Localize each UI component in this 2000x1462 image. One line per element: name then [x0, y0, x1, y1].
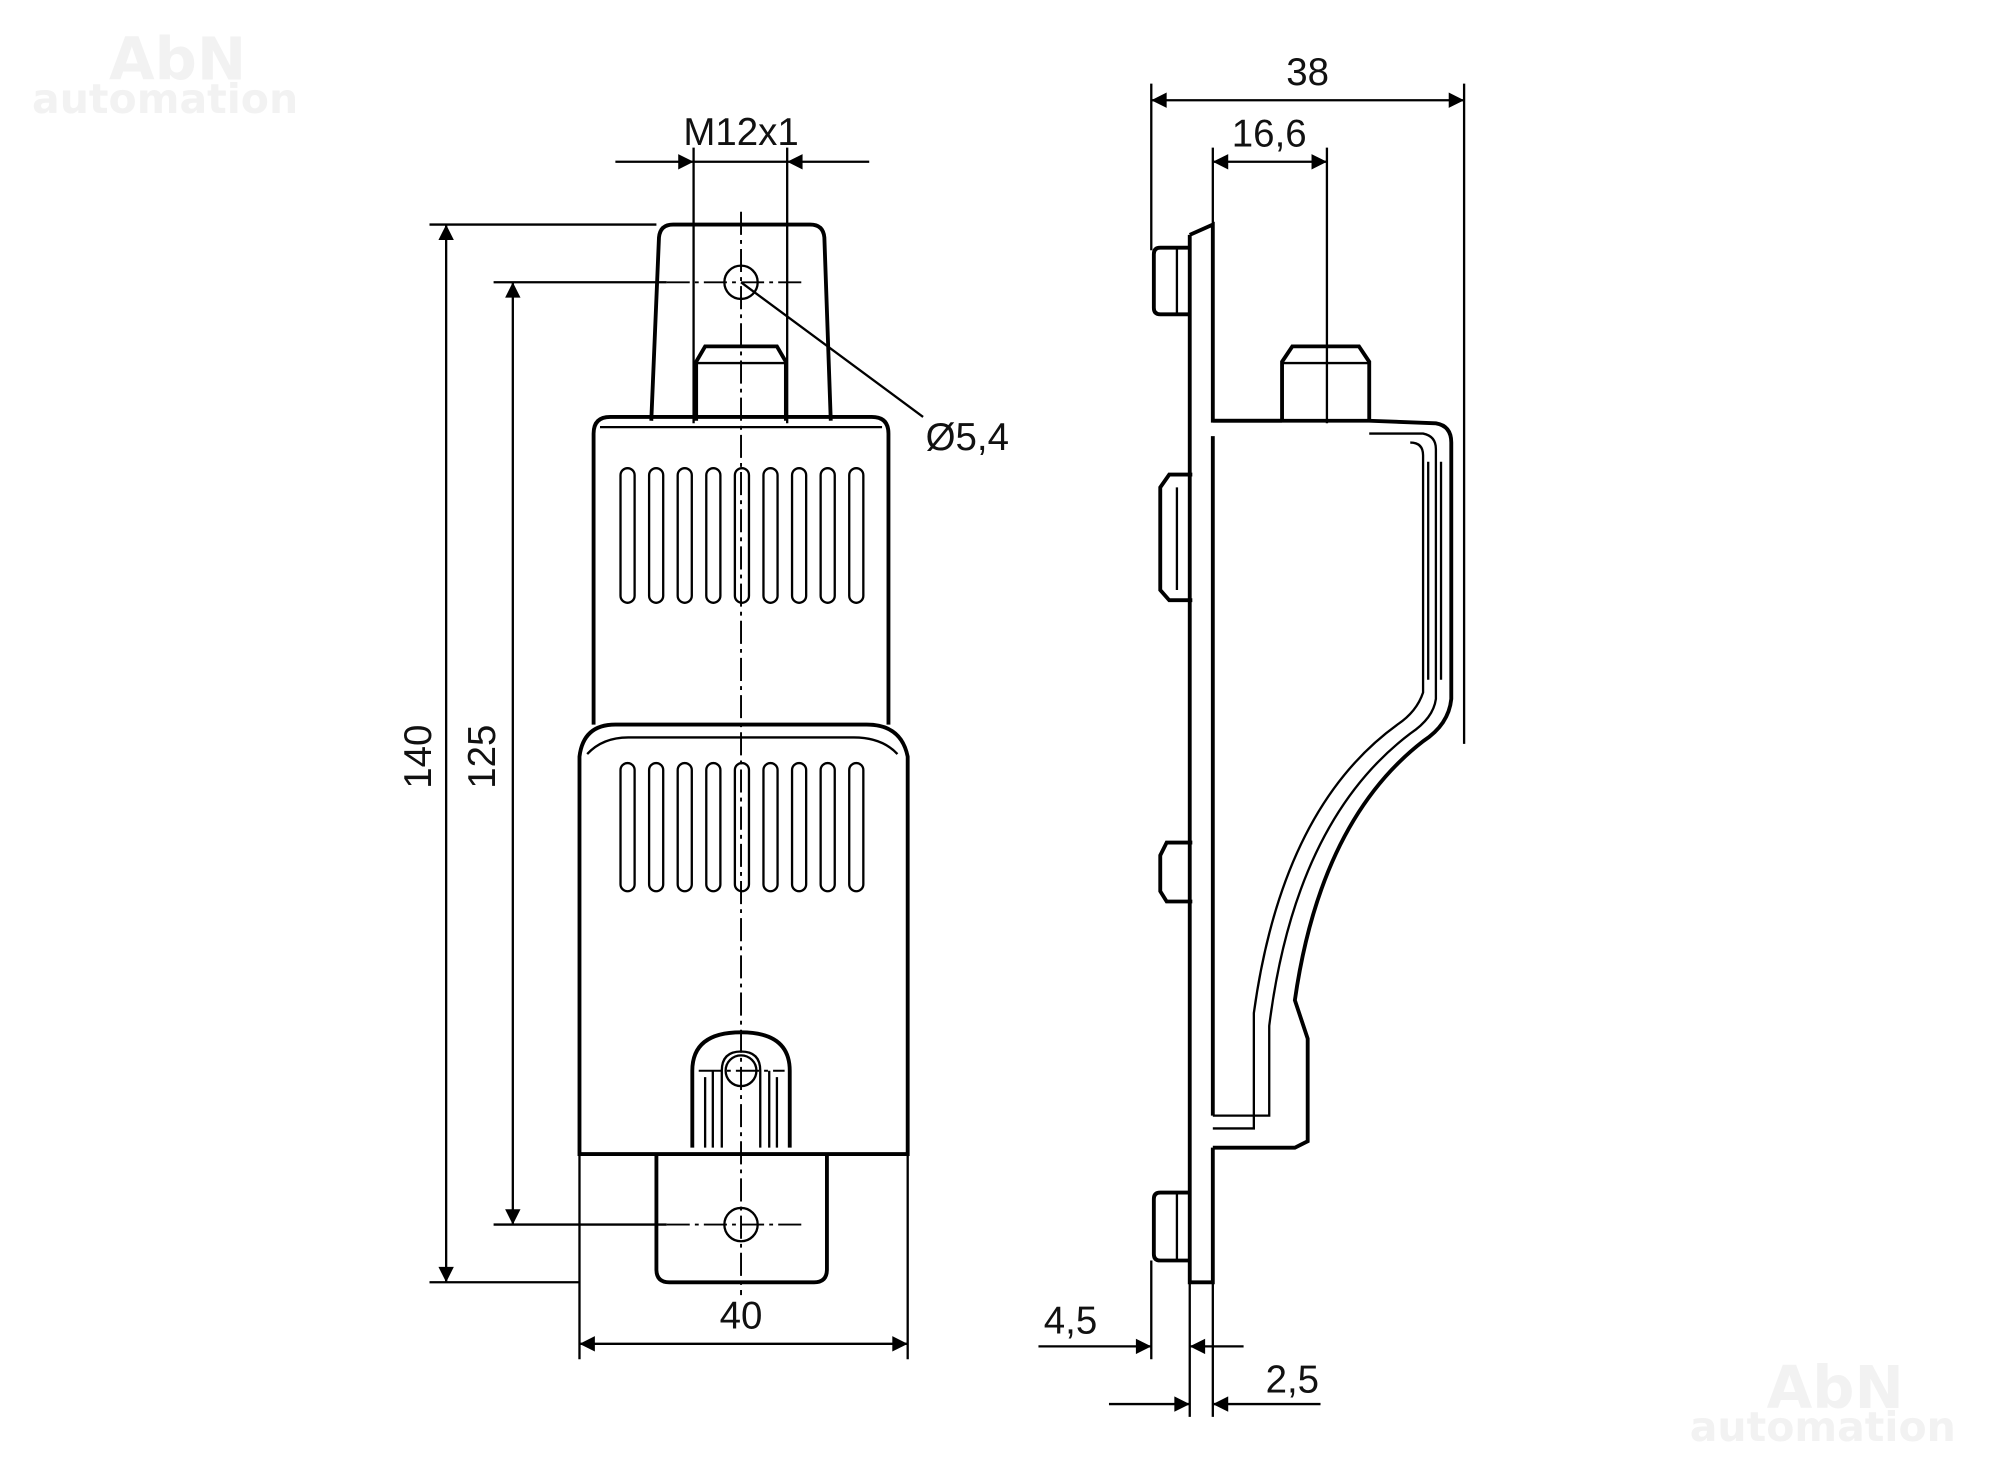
- dim-spacing-125: 125: [461, 281, 667, 1226]
- svg-text:16,6: 16,6: [1232, 112, 1307, 155]
- front-view: [577, 211, 910, 1296]
- vent-slot: [705, 761, 722, 893]
- stud-top: [1151, 245, 1190, 317]
- vent-slot: [848, 761, 865, 893]
- vent-slot: [819, 761, 836, 893]
- vent-slot: [676, 467, 693, 604]
- lower-body: [577, 722, 910, 1156]
- dim-thread: M12x1: [615, 111, 870, 424]
- svg-text:140: 140: [397, 725, 440, 789]
- svg-text:automation: automation: [32, 75, 298, 123]
- svg-text:38: 38: [1286, 51, 1329, 94]
- svg-text:125: 125: [461, 725, 504, 789]
- housing-side: [1212, 418, 1454, 1150]
- vent-slot: [762, 467, 779, 604]
- vent-slot: [790, 467, 808, 604]
- vent-slot: [705, 467, 722, 604]
- clip-lower: [1158, 840, 1193, 904]
- vent-slot: [619, 467, 636, 604]
- vent-slot: [848, 467, 865, 604]
- vent-slot: [619, 761, 636, 893]
- dim-height-140: 140: [397, 223, 657, 1284]
- dim-connector-offset: 16,6: [1211, 112, 1329, 424]
- vent-slot: [819, 467, 836, 604]
- svg-text:automation: automation: [1690, 1403, 1956, 1451]
- mounting-plate: [1187, 221, 1283, 1285]
- vent-slot: [790, 761, 808, 893]
- svg-text:4,5: 4,5: [1044, 1300, 1097, 1343]
- vent-slot: [647, 761, 665, 893]
- vent-slots-upper: [619, 467, 865, 604]
- side-view: [1151, 221, 1454, 1285]
- svg-text:40: 40: [720, 1294, 763, 1337]
- vent-slot: [762, 761, 779, 893]
- clip-upper: [1158, 472, 1193, 603]
- watermark-top-left: AbN automation: [32, 25, 298, 123]
- dim-width-40: 40: [578, 1154, 909, 1360]
- svg-text:AbN: AbN: [109, 25, 246, 94]
- vent-slot: [676, 761, 693, 893]
- svg-text:Ø5,4: Ø5,4: [926, 416, 1009, 459]
- dim-stud-length: 4,5: [1038, 1260, 1244, 1417]
- dim-hole-diameter: Ø5,4: [740, 281, 1009, 459]
- svg-text:2,5: 2,5: [1266, 1359, 1319, 1402]
- watermark-bottom-right: AbN automation: [1690, 1353, 1956, 1451]
- svg-text:AbN: AbN: [1767, 1353, 1904, 1422]
- svg-text:M12x1: M12x1: [683, 111, 798, 154]
- dim-depth-38: 38: [1150, 51, 1466, 744]
- dim-plate-thickness: 2,5: [1108, 1282, 1321, 1417]
- vent-slot: [647, 467, 665, 604]
- stud-bottom: [1151, 1190, 1190, 1263]
- connector-side: [1280, 344, 1372, 421]
